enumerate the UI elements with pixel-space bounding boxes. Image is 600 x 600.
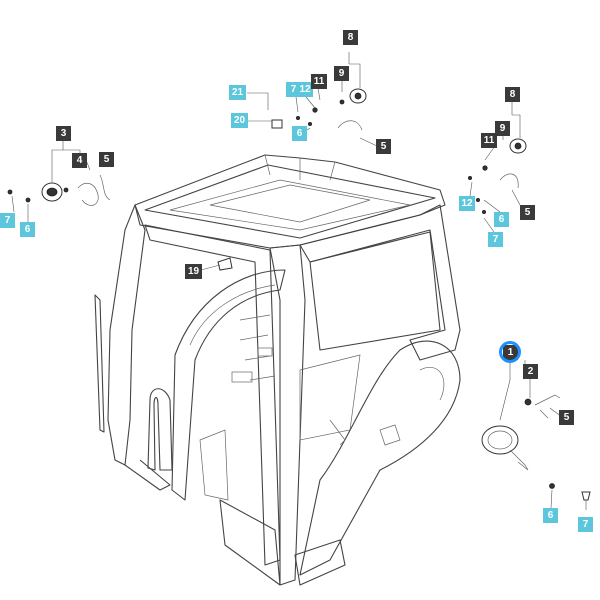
callout-5[interactable]: 5 (520, 205, 535, 220)
rear-work-lamp (481, 394, 591, 501)
cab-clip (217, 257, 233, 271)
callout-11[interactable]: 11 (311, 74, 327, 89)
callout-6[interactable]: 6 (543, 508, 558, 523)
callout-5[interactable]: 5 (99, 152, 114, 167)
callout-7[interactable]: 7 (488, 232, 503, 247)
cab-frame (94, 154, 461, 586)
callout-12[interactable]: 12 (297, 82, 313, 97)
callout-9[interactable]: 9 (495, 121, 510, 136)
callout-7[interactable]: 7 (578, 517, 593, 532)
callout-5[interactable]: 5 (376, 139, 391, 154)
left-work-lamp (7, 174, 111, 206)
callout-5[interactable]: 5 (559, 410, 574, 425)
callout-9[interactable]: 9 (334, 66, 349, 81)
callout-19[interactable]: 19 (185, 264, 202, 279)
callout-2[interactable]: 2 (523, 364, 538, 379)
callout-1[interactable]: 1 (503, 345, 518, 360)
callout-21[interactable]: 21 (229, 85, 246, 100)
callout-6[interactable]: 6 (20, 222, 35, 237)
right-work-lamp (467, 138, 527, 214)
top-work-lamp (271, 88, 367, 131)
callout-8[interactable]: 8 (343, 30, 358, 45)
callout-20[interactable]: 20 (231, 113, 248, 128)
callout-6[interactable]: 6 (292, 126, 307, 141)
callout-11[interactable]: 11 (481, 133, 497, 148)
callout-3[interactable]: 3 (56, 126, 71, 141)
callout-7[interactable]: 7 (0, 213, 15, 228)
callout-12[interactable]: 12 (459, 196, 475, 211)
callout-8[interactable]: 8 (505, 87, 520, 102)
callout-6[interactable]: 6 (494, 212, 509, 227)
callout-4[interactable]: 4 (72, 153, 87, 168)
